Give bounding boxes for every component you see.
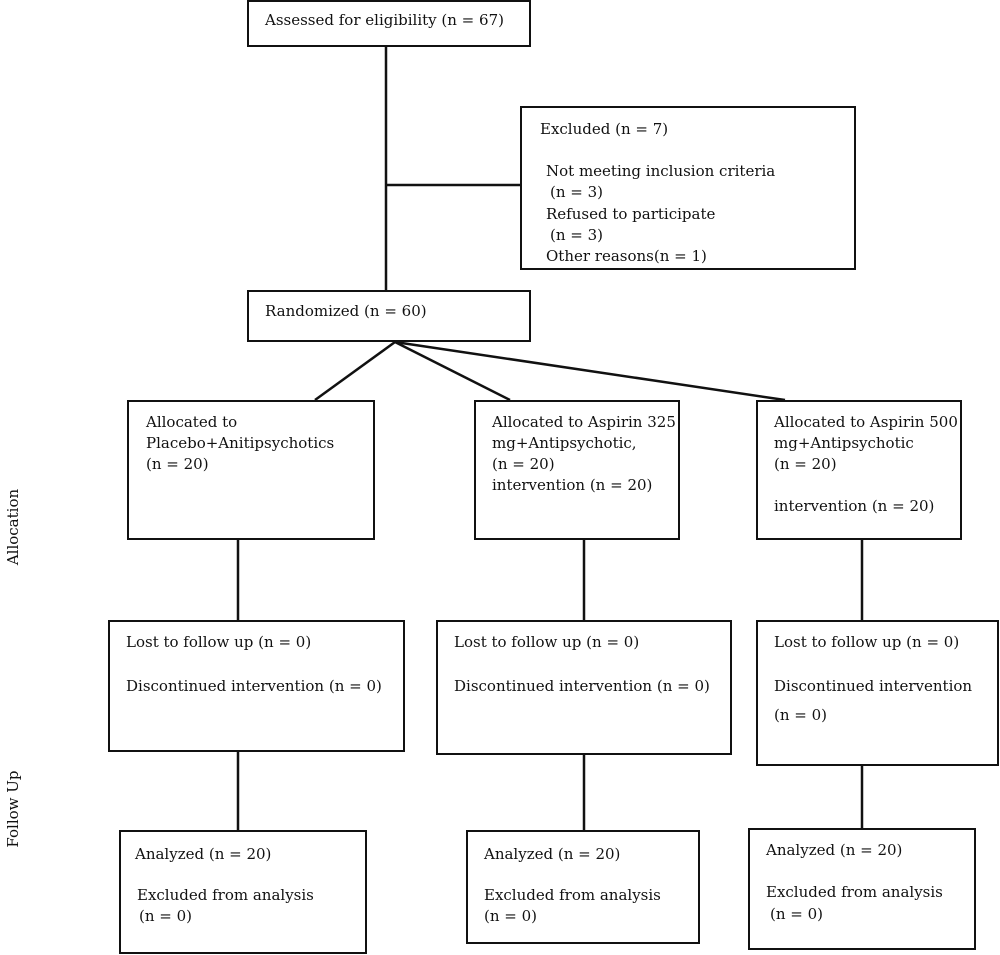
- allocation-side-label: Allocation: [4, 488, 22, 566]
- allocation-box-aspirin-325: Allocated to Aspirin 325 mg+Antipsychoti…: [474, 400, 680, 540]
- excluded-from-analysis-count: (n = 0): [770, 905, 824, 923]
- follow-up-box-aspirin-500: Lost to follow up (n = 0) Discontinued i…: [756, 620, 999, 766]
- excluded-from-analysis-count: (n = 0): [484, 907, 538, 925]
- excluded-from-analysis: Excluded from analysis: [484, 886, 661, 904]
- excluded-from-analysis-count: (n = 0): [139, 907, 193, 925]
- assessed-text: Assessed for eligibility (n = 67): [265, 11, 504, 29]
- excluded-line: Other reasons(n = 1): [546, 247, 707, 265]
- excluded-from-analysis: Excluded from analysis: [137, 886, 314, 904]
- allocation-line: Allocated to: [146, 413, 238, 431]
- analysis-box-aspirin-325: Analyzed (n = 20) Excluded from analysis…: [466, 830, 700, 944]
- allocation-line: Placebo+Anitipsychotics: [146, 434, 335, 452]
- allocation-line: mg+Antipsychotic,: [492, 434, 637, 452]
- excluded-title: Excluded (n = 7): [540, 120, 669, 138]
- allocation-line: intervention (n = 20): [774, 497, 935, 515]
- analysis-box-placebo: Analyzed (n = 20) Excluded from analysis…: [119, 830, 367, 954]
- lost-to-follow-up: Lost to follow up (n = 0): [454, 633, 640, 651]
- excluded-line: Refused to participate: [546, 205, 716, 223]
- follow-up-side-label: Follow Up: [4, 770, 22, 848]
- analyzed: Analyzed (n = 20): [135, 845, 272, 863]
- line-random-arm3: [394, 340, 786, 402]
- follow-up-box-aspirin-325: Lost to follow up (n = 0) Discontinued i…: [436, 620, 732, 755]
- allocation-line: mg+Antipsychotic: [774, 434, 914, 452]
- allocation-line: Allocated to Aspirin 325: [492, 413, 676, 431]
- excluded-line: (n = 3): [550, 183, 604, 201]
- analyzed: Analyzed (n = 20): [484, 845, 621, 863]
- line-random-arm2: [394, 340, 511, 402]
- excluded-line: Not meeting inclusion criteria: [546, 162, 776, 180]
- randomized-text: Randomized (n = 60): [265, 302, 427, 320]
- discontinued-intervention: Discontinued intervention: [774, 677, 973, 695]
- discontinued-intervention: Discontinued intervention (n = 0): [126, 677, 382, 695]
- allocation-line: (n = 20): [146, 455, 209, 473]
- allocation-box-placebo: Allocated to Placebo+Anitipsychotics (n …: [127, 400, 375, 540]
- follow-up-box-placebo: Lost to follow up (n = 0) Discontinued i…: [108, 620, 405, 752]
- allocation-box-aspirin-500: Allocated to Aspirin 500 mg+Antipsychoti…: [756, 400, 962, 540]
- allocation-line: Allocated to Aspirin 500: [774, 413, 958, 431]
- allocation-line: intervention (n = 20): [492, 476, 653, 494]
- randomized-box: Randomized (n = 60): [247, 290, 531, 342]
- line-random-arm1: [314, 340, 396, 402]
- excluded-box: Excluded (n = 7) Not meeting inclusion c…: [520, 106, 856, 270]
- excluded-from-analysis: Excluded from analysis: [766, 883, 943, 901]
- excluded-line: (n = 3): [550, 226, 604, 244]
- assessed-box: Assessed for eligibility (n = 67): [247, 0, 531, 47]
- lost-to-follow-up: Lost to follow up (n = 0): [774, 633, 960, 651]
- analyzed: Analyzed (n = 20): [766, 841, 903, 859]
- allocation-line: (n = 20): [492, 455, 555, 473]
- lost-to-follow-up: Lost to follow up (n = 0): [126, 633, 312, 651]
- analysis-box-aspirin-500: Analyzed (n = 20) Excluded from analysis…: [748, 828, 976, 950]
- discontinued-intervention-count: (n = 0): [774, 706, 828, 724]
- allocation-line: (n = 20): [774, 455, 837, 473]
- discontinued-intervention: Discontinued intervention (n = 0): [454, 677, 710, 695]
